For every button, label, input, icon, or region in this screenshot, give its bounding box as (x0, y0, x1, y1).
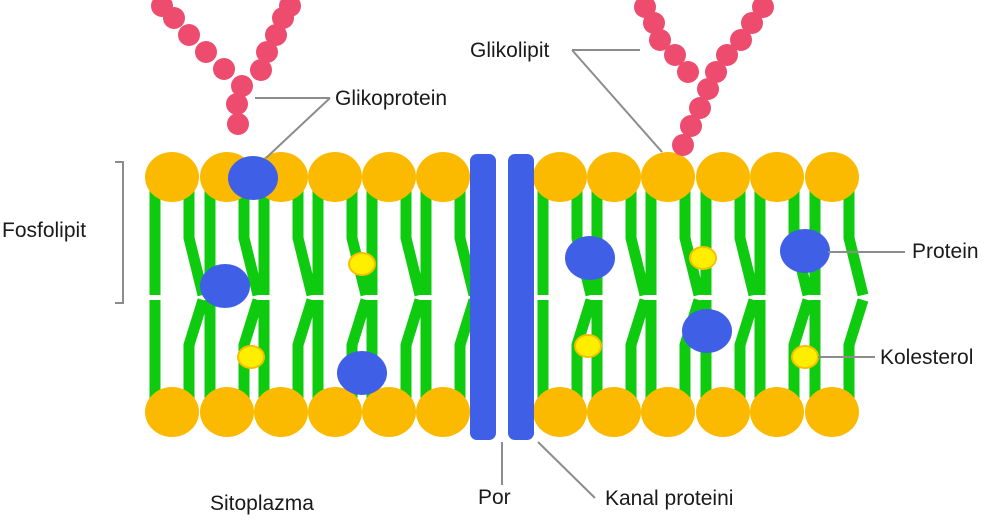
phospholipid-head (145, 387, 199, 437)
sugar-bead (227, 113, 249, 135)
phospholipid-tail (625, 190, 651, 297)
protein-molecule (200, 264, 250, 308)
phospholipid-head (308, 152, 362, 202)
leader-lines (115, 49, 905, 499)
protein-molecule (228, 156, 278, 200)
phospholipid-head (641, 387, 695, 437)
phospholipid-tail (454, 190, 480, 297)
label-glikolipit: Glikolipit (470, 39, 550, 62)
sugar-bead (231, 75, 253, 97)
sugar-bead (672, 134, 694, 156)
phospholipid-head (416, 152, 470, 202)
phospholipid-tail (238, 190, 264, 297)
phospholipid-tail (292, 190, 318, 297)
channel-protein (470, 154, 534, 440)
phospholipid-tail (734, 190, 760, 297)
phospholipid-head (805, 152, 859, 202)
phospholipid-head (587, 152, 641, 202)
phospholipid-tail (734, 298, 760, 400)
leader-kanal-proteini (537, 441, 596, 499)
phospholipid-head (805, 387, 859, 437)
sugar-bead (634, 0, 656, 18)
sugar-bead (178, 24, 200, 46)
phospholipid-tail (346, 190, 372, 297)
sugar-bead (250, 59, 272, 81)
sugar-bead (649, 29, 671, 51)
phospholipid-head (145, 152, 199, 202)
membrane-proteins (200, 156, 830, 395)
sugar-bead (151, 0, 173, 17)
phospholipid-head (641, 152, 695, 202)
sugar-bead (677, 61, 699, 83)
cholesterol-molecule (348, 252, 376, 276)
sugar-bead (705, 61, 727, 83)
label-kanal-proteini: Kanal proteini (605, 487, 733, 510)
phospholipid-tail (238, 298, 264, 400)
sugar-bead (195, 41, 217, 63)
phospholipid-head (587, 387, 641, 437)
phospholipid-tail (454, 298, 480, 400)
protein-molecule (337, 351, 387, 395)
protein-molecule (682, 309, 732, 353)
phospholipid-tail (625, 298, 651, 400)
phospholipid-head (308, 387, 362, 437)
phospholipid-head (533, 387, 587, 437)
phospholipid-head (750, 387, 804, 437)
sugar-bead (730, 29, 752, 51)
phospholipid-tail (679, 190, 705, 297)
label-fosfolipit: Fosfolipit (2, 219, 86, 242)
cholesterol-molecule (791, 345, 819, 369)
sugar-bead (689, 97, 711, 119)
phospholipid-head (362, 387, 416, 437)
channel-protein-right (508, 154, 534, 440)
sugar-bead (265, 24, 287, 46)
sugar-bead (741, 12, 763, 34)
phospholipid-tail (788, 298, 814, 400)
phospholipid-tail (400, 190, 426, 297)
cholesterol-molecules (237, 246, 819, 369)
label-sitoplazma: Sitoplazma (210, 492, 314, 515)
channel-protein-left (470, 154, 496, 440)
phospholipid-head (254, 387, 308, 437)
phospholipid-tail (183, 298, 209, 400)
phospholipid-tail (292, 298, 318, 400)
sugar-bead (226, 93, 248, 115)
protein-molecule (780, 229, 830, 273)
leader-glikolipit (571, 49, 663, 153)
label-por: Por (478, 486, 511, 509)
phospholipid-tail (843, 298, 869, 400)
cholesterol-molecule (237, 345, 265, 369)
leader-glikoprotein (265, 97, 331, 159)
phospholipid-head (416, 387, 470, 437)
sugar-chains (151, 0, 774, 156)
sugar-bead (256, 41, 278, 63)
phospholipid-head (696, 152, 750, 202)
sugar-bead (752, 0, 774, 18)
label-glikoprotein: Glikoprotein (335, 87, 447, 110)
sugar-bead (664, 44, 686, 66)
phospholipid-tail (183, 190, 209, 297)
sugar-bead (680, 115, 702, 137)
phospholipid-head (533, 152, 587, 202)
protein-molecule (565, 236, 615, 280)
sugar-bead (643, 12, 665, 34)
cholesterol-molecule (574, 334, 602, 358)
sugar-bead (279, 0, 301, 17)
phospholipid-head (696, 387, 750, 437)
phospholipid-head (750, 152, 804, 202)
phospholipid-head (200, 387, 254, 437)
phospholipid-head (362, 152, 416, 202)
fosfolipit-bracket (115, 161, 124, 304)
phospholipid-tail (843, 190, 869, 297)
label-protein: Protein (912, 240, 979, 263)
phospholipid-tail (400, 298, 426, 400)
label-kolesterol: Kolesterol (880, 346, 973, 369)
phospholipid-heads (145, 152, 859, 437)
sugar-bead (213, 58, 235, 80)
cholesterol-molecule (689, 246, 717, 270)
sugar-bead (697, 78, 719, 100)
sugar-bead (716, 44, 738, 66)
